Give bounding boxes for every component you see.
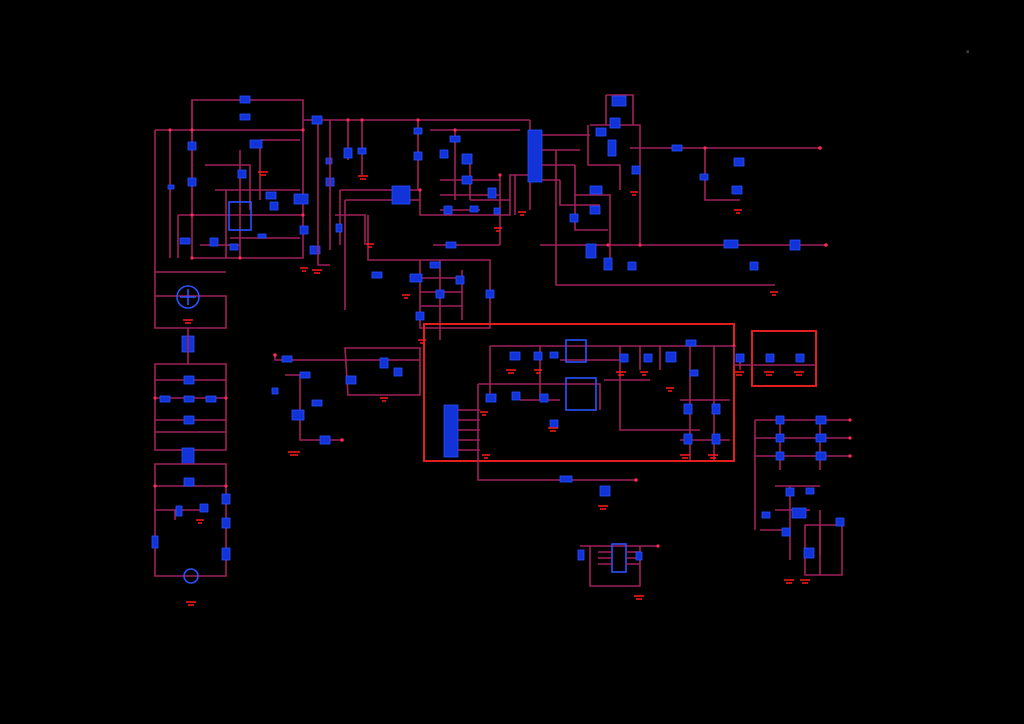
bottom-ic-section (577, 543, 660, 600)
lower-center-board (423, 323, 736, 510)
controller-section (303, 115, 540, 310)
right-connector-section (754, 415, 852, 584)
left-power-section (154, 95, 335, 274)
transformer-section (527, 94, 828, 296)
bridge-rectifier-section (151, 272, 231, 606)
feedback-section (271, 259, 495, 456)
corner-mark: ▪ (966, 49, 970, 55)
output-highlight (733, 330, 817, 387)
